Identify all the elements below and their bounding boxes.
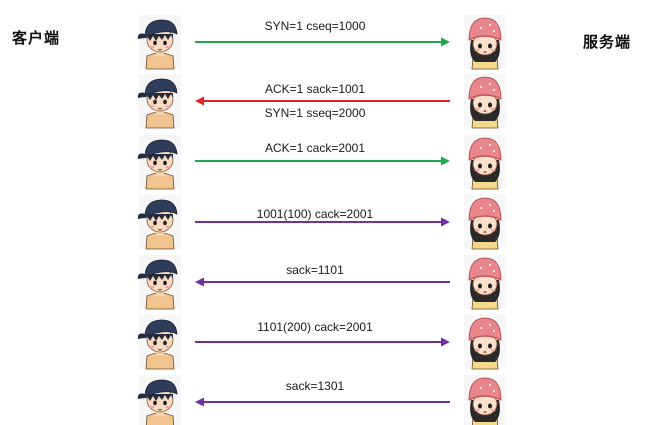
boy-avatar-icon [138, 315, 181, 369]
arrow-head [195, 278, 204, 287]
boy-avatar-icon [138, 195, 181, 249]
message-label: sack=1301 [286, 379, 345, 393]
message-label: ACK=1 sack=1001 [265, 82, 365, 96]
message-row: 1101(200) cack=2001 [138, 315, 506, 369]
boy-avatar-icon [138, 255, 181, 309]
girl-avatar-icon [464, 315, 506, 369]
message-row: sack=1101 [138, 255, 506, 309]
message-label: SYN=1 sseq=2000 [265, 106, 366, 120]
message-label: 1101(200) cack=2001 [257, 320, 373, 334]
message-row: ACK=1 cack=2001 [138, 135, 506, 189]
message-row: SYN=1 cseq=1000 [138, 15, 506, 69]
arrow-head [441, 157, 450, 166]
arrow-head [441, 338, 450, 347]
message-label: sack=1101 [286, 263, 344, 277]
message-row: 1001(100) cack=2001 [138, 195, 506, 249]
girl-avatar-icon [464, 15, 506, 69]
girl-avatar-icon [464, 375, 506, 425]
boy-avatar-icon [138, 15, 181, 69]
boy-avatar-icon [138, 135, 181, 189]
arrow-head [195, 97, 204, 106]
arrow-head [441, 218, 450, 227]
girl-avatar-icon [464, 74, 506, 128]
girl-avatar-icon [464, 255, 506, 309]
message-label: ACK=1 cack=2001 [265, 141, 365, 155]
girl-avatar-icon [464, 195, 506, 249]
arrow-head [441, 38, 450, 47]
arrow-head [195, 398, 204, 407]
message-label: 1001(100) cack=2001 [257, 207, 374, 221]
boy-avatar-icon [138, 375, 181, 425]
boy-avatar-icon [138, 74, 181, 128]
girl-avatar-icon [464, 135, 506, 189]
message-row: sack=1301 [138, 375, 506, 425]
message-label: SYN=1 cseq=1000 [265, 19, 366, 33]
